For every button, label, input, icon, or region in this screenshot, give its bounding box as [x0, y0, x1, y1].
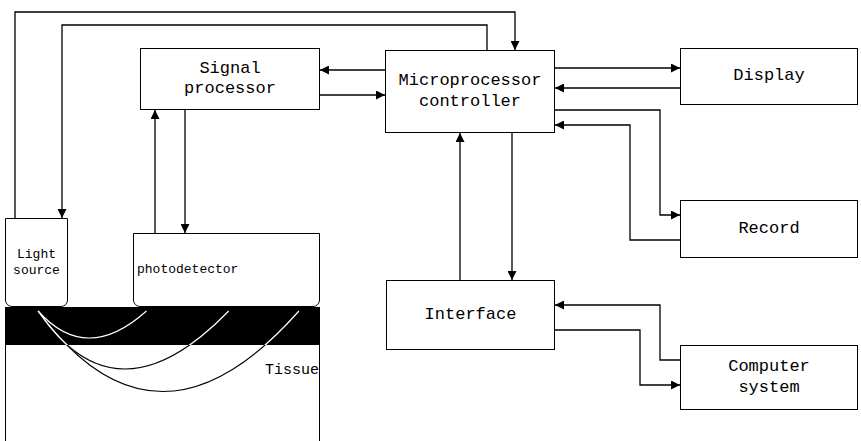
node-label: Display: [733, 66, 804, 86]
signal-arrow: [320, 94, 385, 95]
node-label: Light source: [9, 247, 64, 278]
tissue-region: Tissue: [5, 307, 320, 441]
signal-arrow: [320, 69, 385, 70]
signal-arrow: [459, 133, 460, 280]
node-label: Signal processor: [168, 59, 293, 100]
node-label: Interface: [425, 305, 517, 325]
process-box: Signal processor: [140, 48, 320, 110]
signal-arrow: [555, 110, 680, 215]
node-label: photodetector: [137, 262, 238, 278]
signal-arrow: [555, 87, 680, 88]
light-source-box: Light source: [5, 218, 68, 307]
node-label: Computer system: [717, 357, 822, 398]
computer-box: Computer system: [680, 345, 858, 410]
signal-arrow: [555, 125, 680, 240]
node-label: Record: [738, 219, 799, 239]
output-box: Display: [680, 48, 858, 105]
output-box: Record: [680, 200, 858, 258]
signal-arrow: [184, 110, 185, 233]
controller-box: Microprocessor controller: [385, 50, 555, 133]
signal-arrow: [154, 110, 155, 233]
interface-box: Interface: [386, 280, 555, 350]
node-label: Microprocessor controller: [390, 71, 550, 112]
photodetector-box: photodetector: [133, 233, 320, 307]
signal-arrow: [555, 305, 680, 360]
node-label: Tissue: [265, 362, 319, 380]
signal-arrow: [511, 133, 512, 280]
signal-arrow: [555, 330, 680, 385]
signal-arrow: [555, 67, 680, 68]
